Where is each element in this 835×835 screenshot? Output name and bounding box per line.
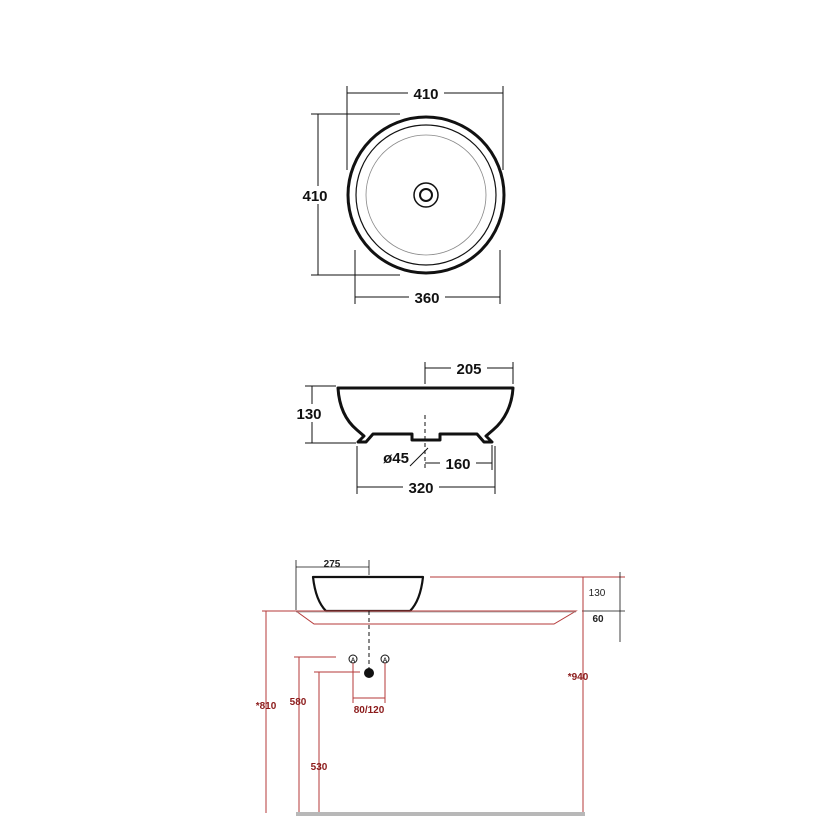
- drain-leader: [409, 447, 429, 467]
- svg-text:A: A: [351, 658, 356, 664]
- basin-height-label: 130: [296, 406, 321, 423]
- drain-diameter-label: ø45: [383, 450, 409, 467]
- height-810-label: *810: [256, 701, 277, 712]
- waste-outlet: [364, 668, 374, 678]
- top-view: 410 410 360: [298, 84, 506, 307]
- half-width-label: 205: [456, 361, 481, 378]
- base-width-label: 320: [408, 480, 433, 497]
- drain-inner: [419, 188, 433, 202]
- top-60-label: 60: [592, 614, 604, 625]
- top-width-label: 410: [413, 86, 438, 103]
- basin-profile: [336, 386, 515, 444]
- inner-width-label: 360: [414, 290, 439, 307]
- height-530-label: 530: [311, 762, 328, 773]
- supply-valve-left: A: [348, 654, 358, 664]
- basin-outer-rim: [346, 115, 506, 275]
- supply-valve-right: A: [380, 654, 390, 664]
- basin-bowl-line: [365, 134, 487, 256]
- height-580-label: 580: [290, 697, 307, 708]
- basin-275-label: 275: [324, 559, 341, 570]
- countertop: [294, 610, 578, 625]
- height-940-label: *940: [568, 672, 589, 683]
- basin-inner-rim: [355, 124, 497, 266]
- offset-label: 160: [445, 456, 470, 473]
- drain-outer: [413, 182, 439, 208]
- side-view: 205 130 ø45 160 320: [292, 360, 515, 497]
- svg-text:A: A: [383, 658, 388, 664]
- installation-view: 275 130 60 *940 *810 580 530 A A: [256, 559, 625, 816]
- supply-spacing-label: 80/120: [354, 705, 385, 716]
- top-height-label: 410: [302, 188, 327, 205]
- install-basin: [311, 575, 425, 613]
- basin-130-label: 130: [589, 588, 606, 599]
